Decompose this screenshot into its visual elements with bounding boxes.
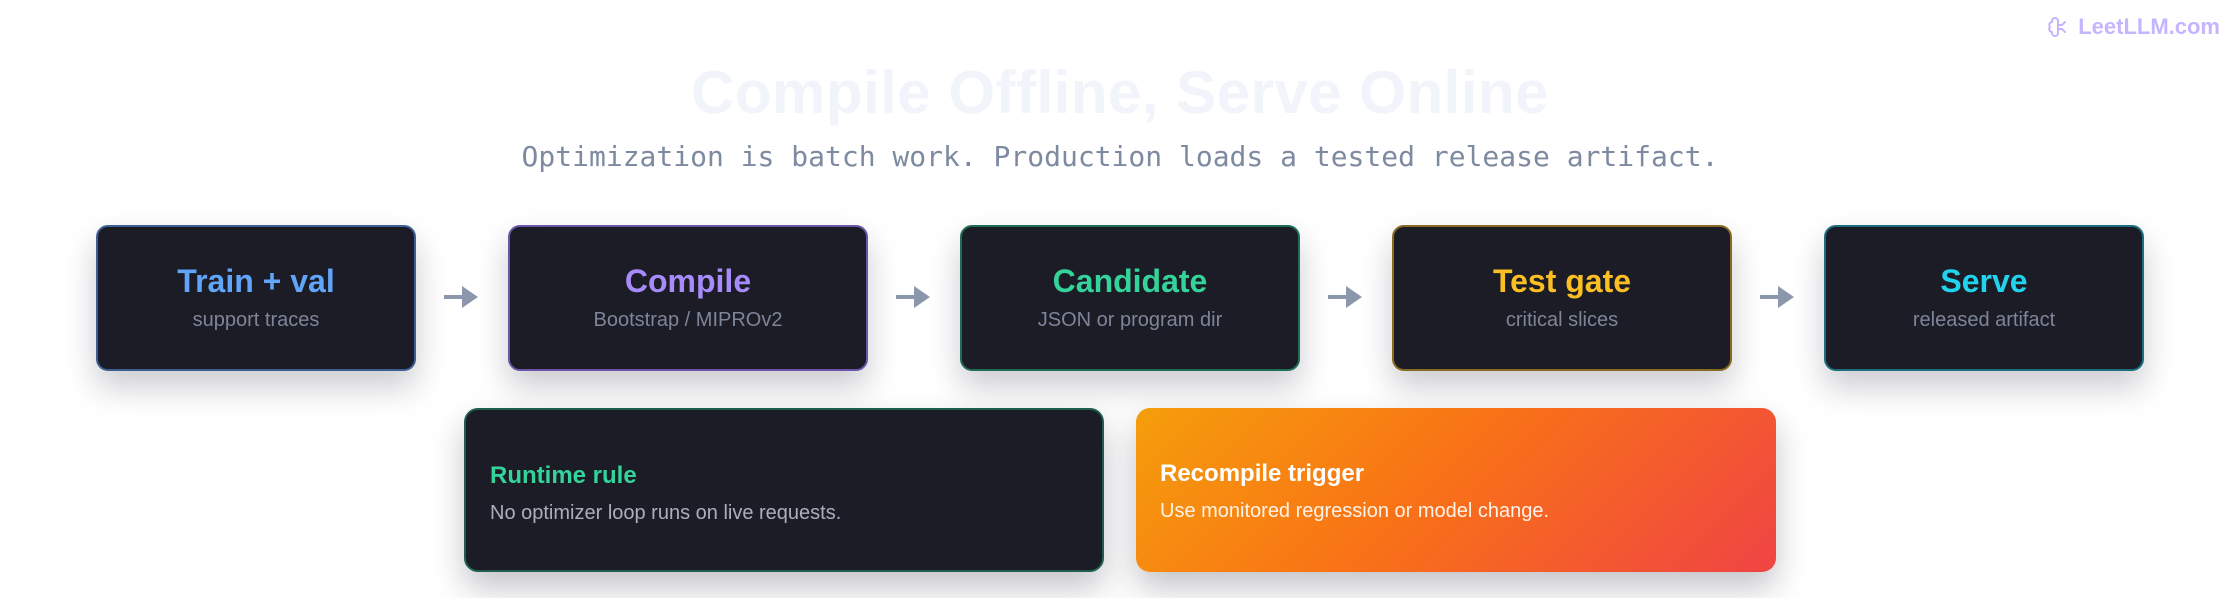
runtime-rule-card: Runtime rule No optimizer loop runs on l… bbox=[464, 408, 1104, 572]
stage-compile: Compile Bootstrap / MIPROv2 bbox=[508, 225, 868, 371]
card-text: No optimizer loop runs on live requests. bbox=[490, 502, 842, 524]
stage-subtitle: support traces bbox=[192, 309, 320, 332]
arrow-right-icon bbox=[1326, 282, 1364, 312]
card-title: Recompile trigger bbox=[1160, 460, 1365, 487]
stage-title: Serve bbox=[1940, 262, 2028, 299]
stage-subtitle: released artifact bbox=[1912, 309, 2056, 332]
page-title: Compile Offline, Serve Online bbox=[690, 59, 1549, 126]
stage-subtitle: critical slices bbox=[1505, 309, 1619, 332]
card-text: Use monitored regression or model change… bbox=[1160, 500, 1550, 522]
stage-subtitle: Bootstrap / MIPROv2 bbox=[593, 309, 783, 332]
stage-title: Compile bbox=[624, 262, 752, 299]
arrow-right-icon bbox=[894, 282, 932, 312]
brand-logo: LeetLLM.com bbox=[2046, 14, 2220, 40]
brain-icon bbox=[2048, 17, 2067, 37]
brand-name: LeetLLM.com bbox=[2078, 14, 2220, 39]
stage-candidate: Candidate JSON or program dir bbox=[960, 225, 1300, 371]
stage-subtitle: JSON or program dir bbox=[1037, 309, 1223, 332]
arrow-right-icon bbox=[1758, 282, 1796, 312]
stage-title: Train + val bbox=[177, 262, 335, 299]
card-title: Runtime rule bbox=[490, 462, 637, 489]
recompile-trigger-card: Recompile trigger Use monitored regressi… bbox=[1136, 408, 1776, 572]
stage-title: Candidate bbox=[1052, 262, 1208, 299]
stage-serve: Serve released artifact bbox=[1824, 225, 2144, 371]
stage-title: Test gate bbox=[1492, 262, 1632, 299]
stage-test-gate: Test gate critical slices bbox=[1392, 225, 1732, 371]
stage-train-val: Train + val support traces bbox=[96, 225, 416, 371]
arrow-right-icon bbox=[442, 282, 480, 312]
page-subtitle: Optimization is batch work. Production l… bbox=[521, 140, 1719, 173]
